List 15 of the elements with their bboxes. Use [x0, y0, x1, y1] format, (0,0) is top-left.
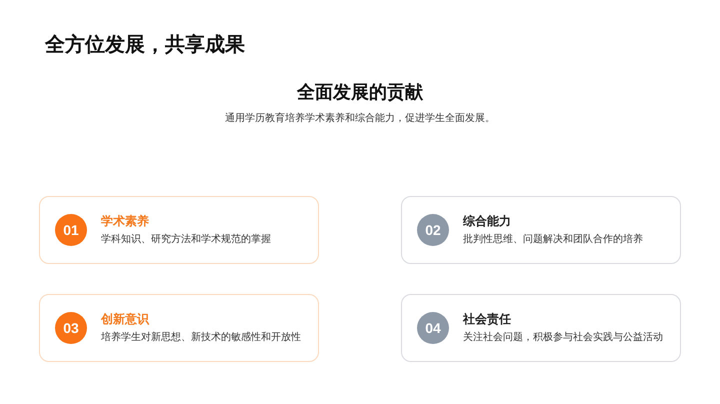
section-heading: 全面发展的贡献: [296, 81, 424, 104]
card-description: 批判性思维、问题解决和团队合作的培养: [463, 233, 643, 247]
feature-card: [39, 196, 319, 264]
feature-card: [401, 196, 681, 264]
card-description: 培养学生对新思想、新技术的敏感性和开放性: [101, 331, 301, 345]
card-heading: 创新意识: [101, 311, 150, 327]
card-description: 关注社会问题，积极参与社会实践与公益活动: [463, 331, 663, 345]
page-title: 全方位发展，共享成果: [45, 32, 245, 58]
card-heading: 综合能力: [463, 213, 512, 229]
feature-card: [39, 294, 319, 362]
feature-card: [401, 294, 681, 362]
card-heading: 学术素养: [101, 213, 150, 229]
card-description: 学科知识、研究方法和学术规范的掌握: [101, 233, 271, 247]
section-subtitle: 通用学历教育培养学术素养和综合能力，促进学生全面发展。: [224, 112, 496, 126]
card-heading: 社会责任: [463, 311, 512, 327]
